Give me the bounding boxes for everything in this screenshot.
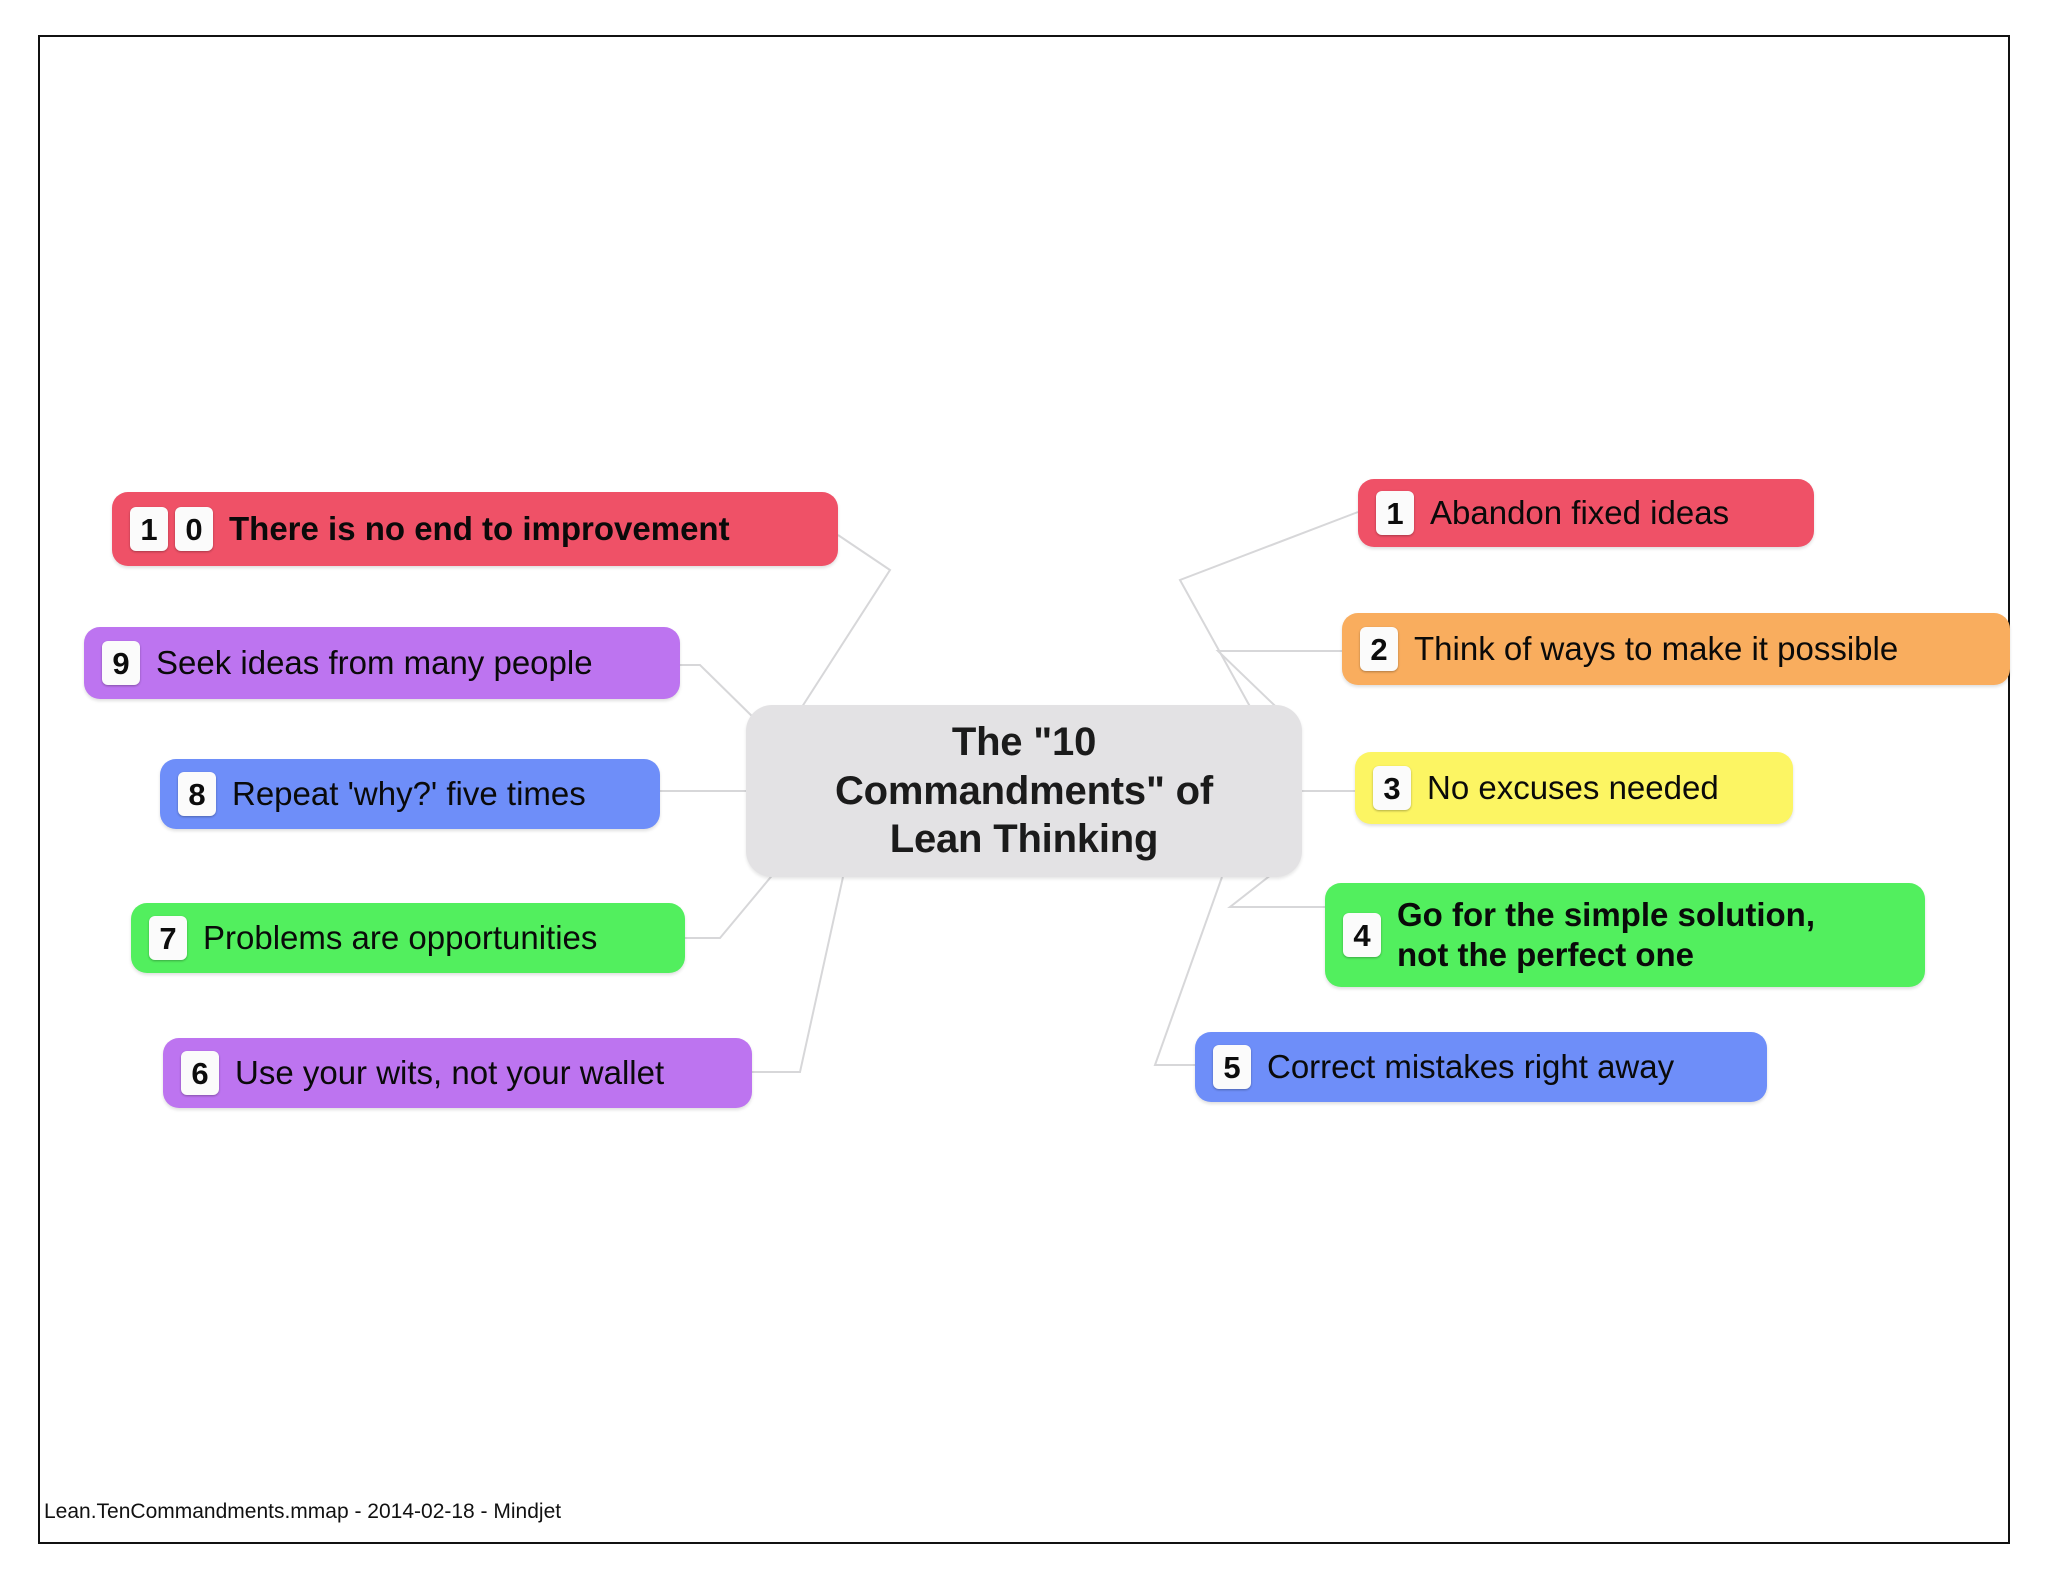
branch-8-label: Repeat 'why?' five times bbox=[232, 774, 586, 812]
branch-4-badges: 4 bbox=[1343, 913, 1388, 957]
branch-node-9[interactable]: 9 Seek ideas from many people bbox=[84, 627, 680, 699]
branch-node-8[interactable]: 8 Repeat 'why?' five times bbox=[160, 759, 660, 829]
branch-node-3[interactable]: 3 No excuses needed bbox=[1355, 752, 1793, 824]
central-node-title: The "10 Commandments" of Lean Thinking bbox=[834, 719, 1213, 862]
branch-9-label: Seek ideas from many people bbox=[156, 643, 593, 681]
branch-node-5[interactable]: 5 Correct mistakes right away bbox=[1195, 1032, 1767, 1102]
branch-node-6[interactable]: 6 Use your wits, not your wallet bbox=[163, 1038, 752, 1108]
number-badge: 8 bbox=[178, 772, 216, 816]
branch-3-label: No excuses needed bbox=[1427, 768, 1719, 806]
number-badge: 5 bbox=[1213, 1045, 1251, 1089]
branch-node-4[interactable]: 4 Go for the simple solution, not the pe… bbox=[1325, 883, 1925, 987]
branch-node-7[interactable]: 7 Problems are opportunities bbox=[131, 903, 685, 973]
branch-7-label: Problems are opportunities bbox=[203, 918, 598, 956]
number-badge: 4 bbox=[1343, 913, 1381, 957]
number-badge: 3 bbox=[1373, 766, 1411, 810]
branch-8-badges: 8 bbox=[178, 772, 223, 816]
branch-10-label: There is no end to improvement bbox=[229, 509, 730, 547]
number-badge: 9 bbox=[102, 641, 140, 685]
branch-node-10[interactable]: 1 0 There is no end to improvement bbox=[112, 492, 838, 566]
branch-3-badges: 3 bbox=[1373, 766, 1418, 810]
number-badge: 0 bbox=[175, 507, 213, 551]
connector-to-branch-10 bbox=[799, 534, 892, 711]
branch-10-badges: 1 0 bbox=[130, 507, 220, 551]
page-border bbox=[38, 35, 2010, 1544]
branch-7-badges: 7 bbox=[149, 916, 194, 960]
number-badge: 1 bbox=[1376, 491, 1414, 535]
number-badge: 1 bbox=[130, 507, 168, 551]
number-badge: 2 bbox=[1360, 627, 1398, 671]
branch-4-label: Go for the simple solution, not the perf… bbox=[1397, 895, 1816, 973]
footer-caption: Lean.TenCommandments.mmap - 2014-02-18 -… bbox=[44, 1500, 562, 1523]
connector-to-branch-7 bbox=[685, 865, 781, 939]
branch-5-badges: 5 bbox=[1213, 1045, 1258, 1089]
branch-5-label: Correct mistakes right away bbox=[1267, 1047, 1675, 1085]
connector-to-branch-1 bbox=[1178, 511, 1359, 713]
number-badge: 7 bbox=[149, 916, 187, 960]
branch-1-label: Abandon fixed ideas bbox=[1430, 493, 1730, 531]
connector-to-branch-2 bbox=[1215, 650, 1342, 727]
branch-6-label: Use your wits, not your wallet bbox=[235, 1053, 665, 1091]
central-node[interactable]: The "10 Commandments" of Lean Thinking bbox=[746, 705, 1302, 877]
branch-2-label: Think of ways to make it possible bbox=[1414, 629, 1899, 667]
connector-to-branch-6 bbox=[752, 876, 844, 1073]
connector-to-branch-5 bbox=[1153, 876, 1223, 1066]
branch-node-1[interactable]: 1 Abandon fixed ideas bbox=[1358, 479, 1814, 547]
branch-6-badges: 6 bbox=[181, 1051, 226, 1095]
number-badge: 6 bbox=[181, 1051, 219, 1095]
branch-9-badges: 9 bbox=[102, 641, 147, 685]
branch-2-badges: 2 bbox=[1360, 627, 1405, 671]
connector-to-branch-9 bbox=[680, 664, 761, 725]
branch-node-2[interactable]: 2 Think of ways to make it possible bbox=[1342, 613, 2010, 685]
branch-1-badges: 1 bbox=[1376, 491, 1421, 535]
